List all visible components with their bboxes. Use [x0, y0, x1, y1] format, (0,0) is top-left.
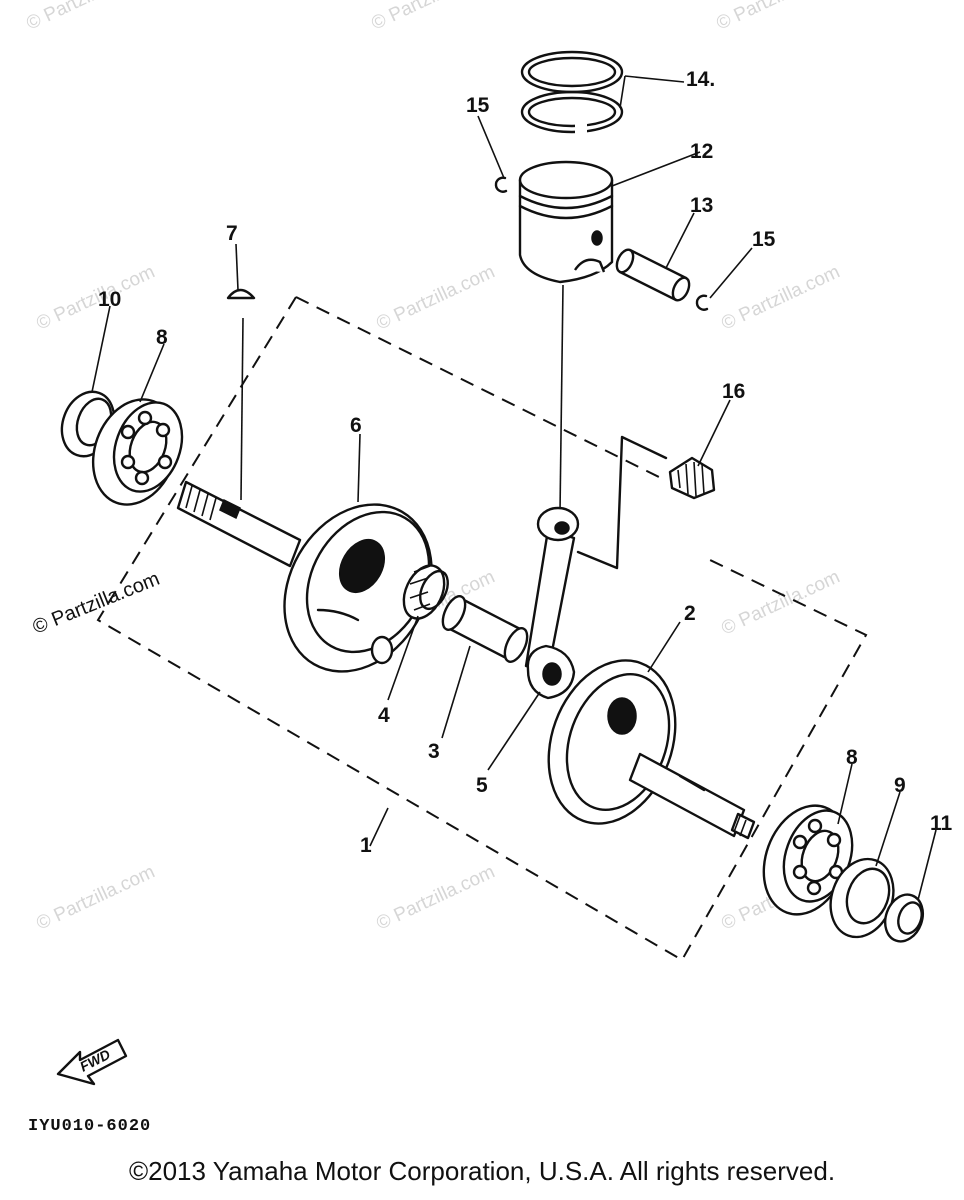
callout-3: 3 — [428, 740, 440, 763]
callout-16: 16 — [722, 380, 745, 403]
big-end-bearing — [402, 564, 449, 620]
leader-lines — [91, 75, 937, 901]
callout-1: 1 — [360, 834, 372, 857]
woodruff-key — [226, 288, 256, 300]
callout-9: 9 — [894, 774, 906, 797]
fwd-arrow-icon: FWD — [56, 1038, 128, 1086]
piston-pin — [615, 248, 691, 302]
collar — [883, 893, 925, 943]
crank-pin — [441, 595, 529, 663]
piston-rings — [520, 50, 624, 136]
callout-labels: 14. 15 12 13 15 7 10 8 16 6 2 4 3 5 8 9 … — [98, 68, 953, 857]
watermark: © Partzilla.com — [33, 861, 158, 934]
callout-11: 11 — [930, 812, 953, 835]
assembly-outline — [96, 296, 868, 962]
left-bearing — [91, 398, 184, 506]
left-crank-half — [176, 480, 433, 673]
callout-5: 5 — [476, 774, 488, 797]
right-bearing — [762, 804, 854, 916]
callout-6: 6 — [350, 414, 362, 437]
watermark-prominent: © Partzilla.com — [30, 568, 163, 639]
drawing-code: IYU010-6020 — [28, 1117, 152, 1136]
watermark: © Partzilla.com — [718, 261, 843, 334]
callout-13: 13 — [690, 194, 713, 217]
watermark: © Partzilla.com — [373, 261, 498, 334]
connecting-rod — [524, 506, 580, 700]
callout-8-left: 8 — [156, 326, 168, 349]
callout-14: 14. — [686, 68, 715, 91]
piston — [518, 160, 614, 284]
callout-7: 7 — [226, 222, 238, 245]
watermark: © Partzilla.com — [23, 0, 148, 35]
watermark: © Partzilla.com — [713, 0, 838, 35]
callout-4: 4 — [378, 704, 390, 727]
watermark: © Partzilla.com — [368, 0, 493, 35]
callout-15-right: 15 — [752, 228, 776, 251]
callout-12: 12 — [690, 140, 713, 163]
callout-15-left: 15 — [466, 94, 490, 117]
callout-2: 2 — [684, 602, 696, 625]
callout-8-right: 8 — [846, 746, 858, 769]
right-crank-half — [547, 659, 756, 840]
watermark: © Partzilla.com — [33, 261, 158, 334]
callout-10: 10 — [98, 288, 121, 311]
copyright-notice: ©2013 Yamaha Motor Corporation, U.S.A. A… — [128, 1156, 836, 1186]
piston-pin-clips — [494, 176, 709, 311]
watermark: © Partzilla.com — [373, 861, 498, 934]
small-end-bearing — [668, 456, 716, 500]
watermark: © Partzilla.com — [718, 566, 843, 639]
